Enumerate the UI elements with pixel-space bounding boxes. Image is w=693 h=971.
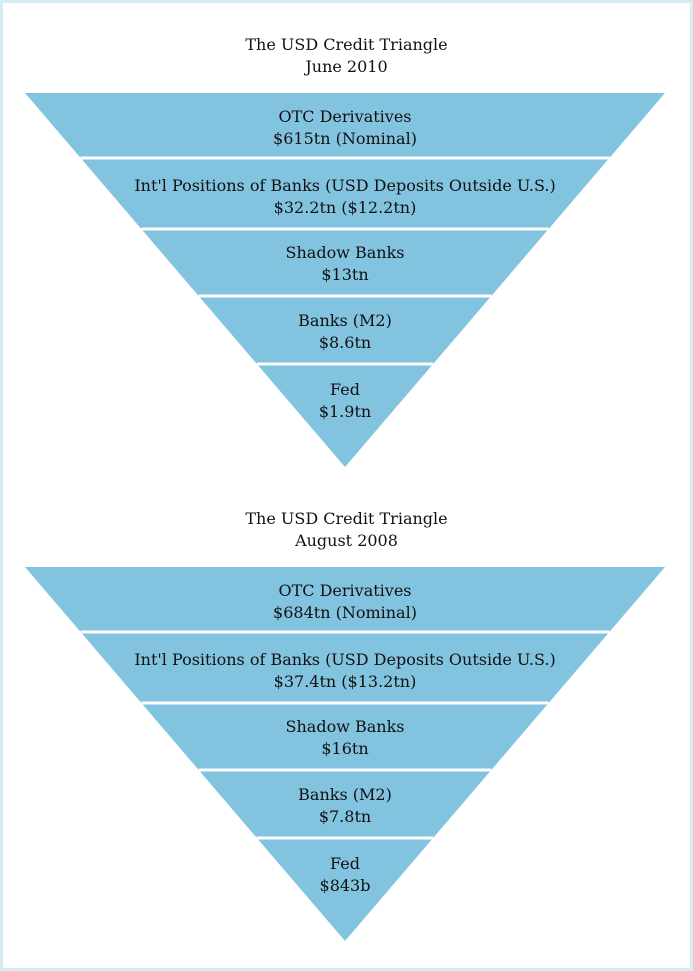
inverted-triangle: OTC Derivatives $684tn (Nominal) Int'l P… [25, 567, 665, 941]
tier-label-fed: Fed [330, 380, 360, 399]
tier-value-fed: $843b [320, 876, 371, 895]
diagram-title: The USD Credit Triangle [245, 509, 448, 528]
diagram-title: The USD Credit Triangle [245, 35, 448, 54]
tier-label-otc: OTC Derivatives [278, 107, 411, 126]
tier-label-intl: Int'l Positions of Banks (USD Deposits O… [134, 176, 555, 195]
diagram-title-block: The USD Credit Triangle August 2008 [3, 508, 690, 552]
tier-value-shadow: $13tn [321, 265, 368, 284]
diagram-title-block: The USD Credit Triangle June 2010 [3, 34, 690, 78]
tier-value-otc: $615tn (Nominal) [273, 129, 417, 148]
tier-label-otc: OTC Derivatives [278, 581, 411, 600]
tier-value-shadow: $16tn [321, 739, 368, 758]
tier-label-fed: Fed [330, 854, 360, 873]
tier-value-fed: $1.9tn [319, 402, 371, 421]
tier-value-intl: $37.4tn ($13.2tn) [274, 672, 417, 691]
triangle-shape [25, 567, 665, 941]
triangle-shape [25, 93, 665, 467]
tier-value-otc: $684tn (Nominal) [273, 603, 417, 622]
tier-value-intl: $32.2tn ($12.2tn) [274, 198, 417, 217]
tier-value-banks: $7.8tn [319, 807, 371, 826]
tier-label-shadow: Shadow Banks [286, 717, 405, 736]
tier-label-intl: Int'l Positions of Banks (USD Deposits O… [134, 650, 555, 669]
diagram-date: June 2010 [305, 57, 388, 76]
inverted-triangle: OTC Derivatives $615tn (Nominal) Int'l P… [25, 93, 665, 467]
diagram-date: August 2008 [295, 531, 398, 550]
page: The USD Credit Triangle June 2010 OTC De… [3, 3, 690, 968]
tier-value-banks: $8.6tn [319, 333, 371, 352]
tier-label-banks: Banks (M2) [298, 785, 392, 804]
tier-label-banks: Banks (M2) [298, 311, 392, 330]
tier-label-shadow: Shadow Banks [286, 243, 405, 262]
